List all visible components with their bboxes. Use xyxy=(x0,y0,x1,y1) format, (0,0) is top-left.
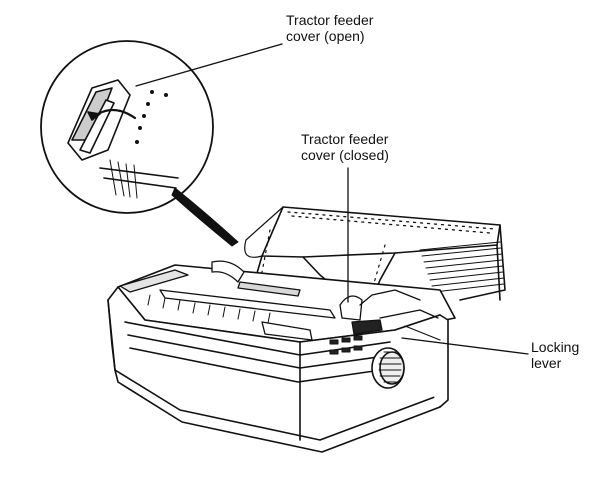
magnified-inset xyxy=(40,40,214,214)
label-locking-lever: Locking lever xyxy=(531,339,579,371)
label-cover-open-line1: Tractor feeder xyxy=(286,12,374,28)
label-locking-lever-line2: lever xyxy=(531,355,562,371)
label-cover-closed-line2: cover (closed) xyxy=(301,147,389,163)
tractor-area xyxy=(119,260,439,355)
label-cover-closed: Tractor feeder cover (closed) xyxy=(301,131,389,163)
label-locking-lever-line1: Locking xyxy=(531,339,580,355)
label-cover-open-line2: cover (open) xyxy=(286,28,365,44)
platen-knob xyxy=(371,347,405,389)
label-cover-open: Tractor feeder cover (open) xyxy=(286,12,373,44)
inset-pointer-arrow xyxy=(171,187,239,247)
label-cover-closed-line1: Tractor feeder xyxy=(301,131,389,147)
leader-lines xyxy=(135,43,529,355)
